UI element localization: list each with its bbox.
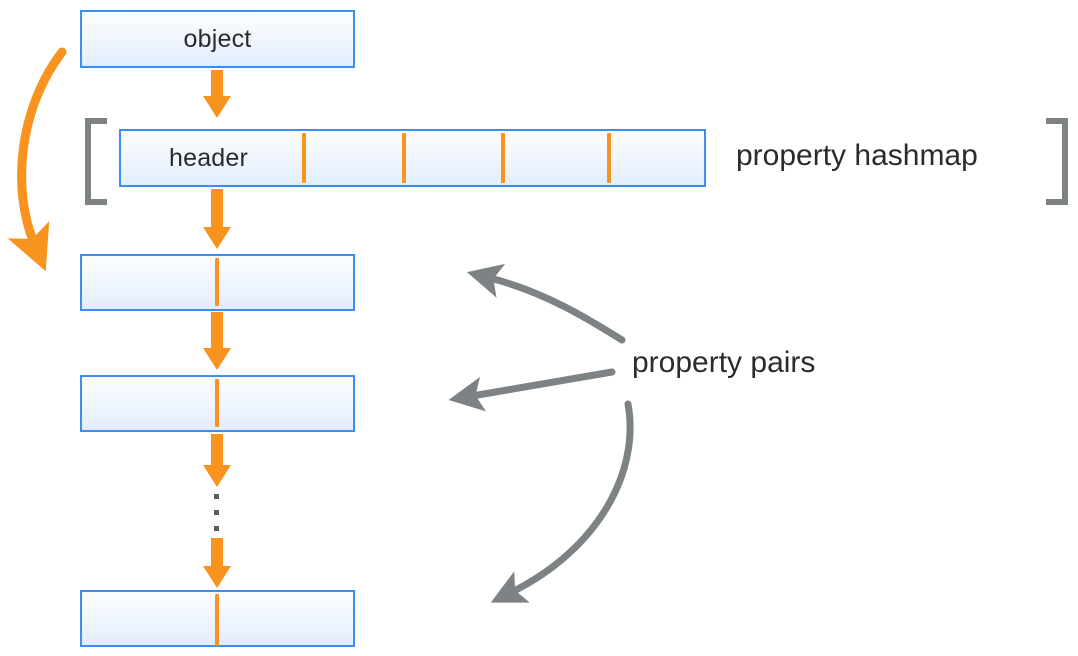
hashmap-bracket-left-icon [85, 118, 107, 205]
hashmap-slot-divider-1 [302, 133, 306, 183]
arrow-hashmap-to-pair1-shaft [211, 189, 223, 229]
object-box[interactable]: object [80, 10, 355, 68]
property-pair-divider-3 [215, 594, 219, 646]
hashmap-slot-divider-2 [402, 133, 406, 183]
property-pair-divider-1 [215, 258, 219, 306]
callout-arrow-to-pair-1 [466, 263, 626, 344]
property-hashmap-annotation: property hashmap [736, 139, 978, 172]
arrow-object-to-first-pair-curved [7, 47, 67, 272]
arrow-pair2-to-ellipsis-head [203, 465, 231, 487]
ellipsis-dot-3 [214, 526, 219, 531]
object-box-label: object [183, 24, 252, 53]
ellipsis-dot-1 [214, 494, 219, 499]
arrow-ellipsis-to-pair3-shaft [211, 538, 223, 570]
property-pair-divider-2 [215, 379, 219, 427]
property-hashmap-box[interactable]: header [119, 129, 706, 187]
arrow-hashmap-to-pair1-head [203, 227, 231, 249]
callout-arrow-to-pair-2 [448, 368, 616, 412]
arrow-pair1-to-pair2-head [203, 348, 231, 370]
arrow-pair1-to-pair2-shaft [211, 312, 223, 350]
hashmap-slot-divider-4 [607, 133, 611, 183]
hashmap-bracket-right-icon [1046, 118, 1068, 205]
hashmap-slot-divider-3 [501, 133, 505, 183]
property-pairs-annotation: property pairs [632, 346, 816, 379]
arrow-pair2-to-ellipsis-shaft [211, 434, 223, 468]
ellipsis-dot-2 [214, 510, 219, 515]
arrow-object-to-hashmap-head [203, 96, 231, 118]
arrow-object-to-hashmap-shaft [211, 70, 223, 98]
hashmap-header-label: header [169, 143, 249, 172]
arrow-ellipsis-to-pair3-head [203, 566, 231, 588]
callout-arrow-to-pair-3 [490, 400, 634, 603]
